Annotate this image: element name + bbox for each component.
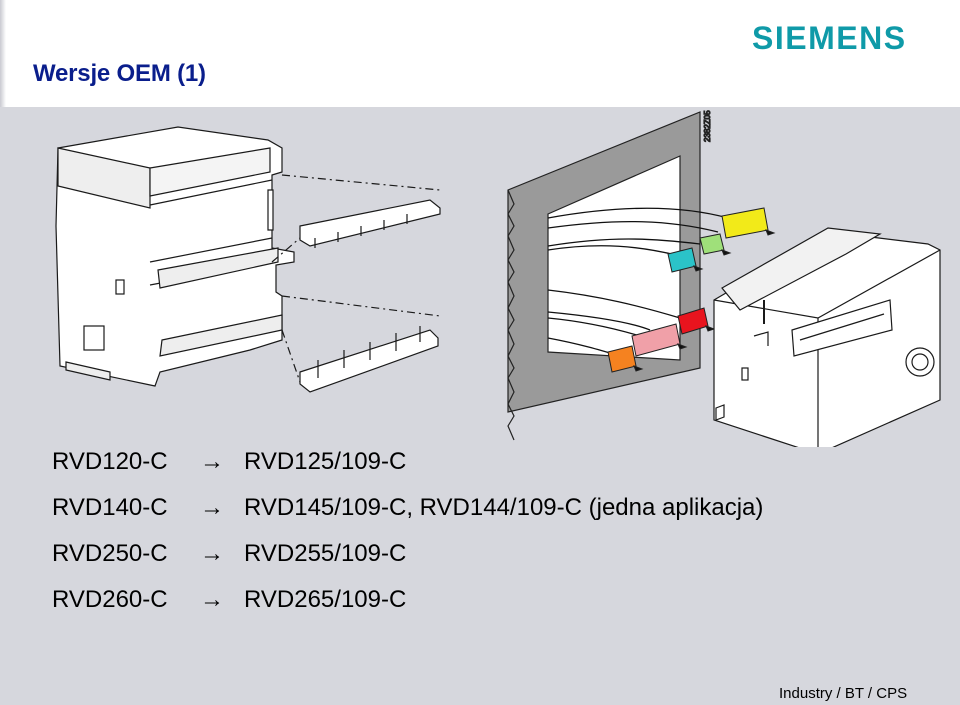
controller-connection-illustration: 2382Z05 bbox=[55, 109, 941, 447]
source-model: RVD140-C bbox=[52, 494, 168, 521]
controller-base-drawing bbox=[55, 126, 441, 393]
oem-model: RVD145/109-C, RVD144/109-C (jedna aplika… bbox=[244, 494, 764, 521]
colored-connectors bbox=[607, 207, 776, 373]
light-green-connector bbox=[699, 233, 732, 256]
source-model: RVD120-C bbox=[52, 448, 168, 475]
oem-model: RVD125/109-C bbox=[244, 448, 407, 475]
header-bar: Wersje OEM (1) SIEMENS bbox=[0, 0, 960, 107]
cyan-connector bbox=[667, 247, 704, 273]
connector-wires bbox=[547, 207, 729, 357]
right-arrow-icon: → bbox=[200, 494, 224, 521]
red-connector bbox=[677, 307, 716, 335]
oem-model: RVD265/109-C bbox=[244, 586, 407, 613]
siemens-logo: SIEMENS bbox=[752, 20, 907, 56]
right-arrow-icon: → bbox=[200, 586, 224, 613]
oem-model: RVD255/109-C bbox=[244, 540, 407, 567]
right-arrow-icon: → bbox=[200, 540, 224, 567]
drawing-id-label: 2382Z05 bbox=[703, 110, 712, 142]
right-arrow-icon: → bbox=[200, 448, 224, 475]
controller-device-drawing bbox=[713, 227, 941, 447]
source-model: RVD260-C bbox=[52, 586, 168, 613]
footer-label: Industry / BT / CPS bbox=[779, 685, 908, 702]
mounting-panel-drawing: 2382Z05 bbox=[507, 109, 713, 441]
orange-connector bbox=[607, 345, 644, 373]
page-title: Wersje OEM (1) bbox=[33, 60, 206, 87]
source-model: RVD250-C bbox=[52, 540, 168, 567]
yellow-connector bbox=[721, 207, 776, 239]
pink-connector bbox=[631, 323, 688, 357]
